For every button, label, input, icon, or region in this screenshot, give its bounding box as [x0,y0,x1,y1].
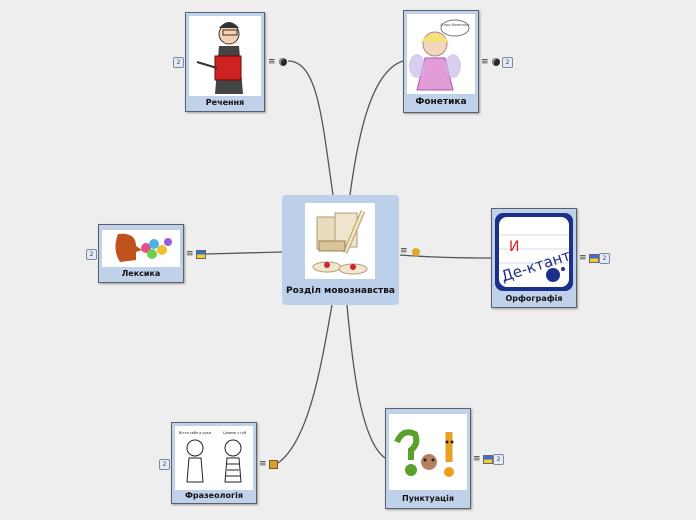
count-badge[interactable]: 2 [86,249,97,260]
notes-icon[interactable]: ≡ [473,454,481,464]
flag-icon[interactable] [196,250,206,259]
node-frazeolohiia[interactable]: Вітти себе в руки Цілимо з губ Фразеолог… [171,422,257,504]
lock-icon[interactable] [269,460,278,469]
count-badge[interactable]: 2 [599,253,610,264]
punktuatsiia-picture [389,414,467,490]
notes-icon[interactable]: ≡ [579,253,587,263]
rechennia-label: Речення [205,98,245,107]
leksyka-label: Лексика [121,269,161,278]
flag-icon[interactable] [589,254,599,263]
frazeolohiia-caption-right: Цілимо з губ [223,431,246,435]
flag-icon[interactable] [483,455,493,464]
link-fonetyka [349,60,404,196]
fonetyka-picture: Я про Фонетику [407,14,475,94]
node-fonetyka[interactable]: Я про Фонетику Фонетика [403,10,479,113]
node-punktuatsiia[interactable]: Пунктуація [385,408,471,509]
central-label: Розділ мовознавства [285,286,396,296]
fonetyka-label: Фонетика [415,97,467,107]
globe-icon[interactable] [279,58,287,66]
leksyka-picture [102,230,180,267]
link-orfohrafiia [399,254,492,259]
orfohrafiia-picture: И Де-ктант [495,213,573,291]
node-leksyka[interactable]: Лексика [98,224,184,283]
fonetyka-bubble-text: Я про Фонетику [440,23,469,27]
link-punktuatsiia [346,304,386,459]
link-leksyka [205,251,283,255]
notes-icon[interactable]: ≡ [186,249,194,259]
frazeolohiia-label: Фразеологія [184,491,244,500]
frazeolohiia-picture: Вітти себе в руки Цілимо з губ [175,426,253,490]
globe-icon[interactable] [492,58,500,66]
count-badge[interactable]: 2 [173,57,184,68]
orfohrafiia-correction-text: И [509,239,519,255]
central-topic[interactable]: Розділ мовознавства [282,195,399,305]
count-badge[interactable]: 2 [502,57,513,68]
rechennia-picture [189,16,261,96]
node-orfohrafiia[interactable]: И Де-ктант Орфографія [491,208,577,308]
notes-icon[interactable]: ≡ [259,459,267,469]
link-rechennia [287,60,334,196]
punktuatsiia-label: Пунктуація [402,494,454,503]
orfohrafiia-label: Орфографія [505,294,563,303]
node-rechennia[interactable]: Речення [185,12,265,112]
notes-icon[interactable]: ≡ [400,246,408,256]
link-frazeolohiia [277,304,333,464]
count-badge[interactable]: 2 [159,459,170,470]
count-badge[interactable]: 2 [493,454,504,465]
frazeolohiia-caption-left: Вітти себе в руки [179,431,211,435]
notes-icon[interactable]: ≡ [481,57,489,67]
notes-icon[interactable]: ≡ [268,57,276,67]
central-picture [305,203,375,279]
